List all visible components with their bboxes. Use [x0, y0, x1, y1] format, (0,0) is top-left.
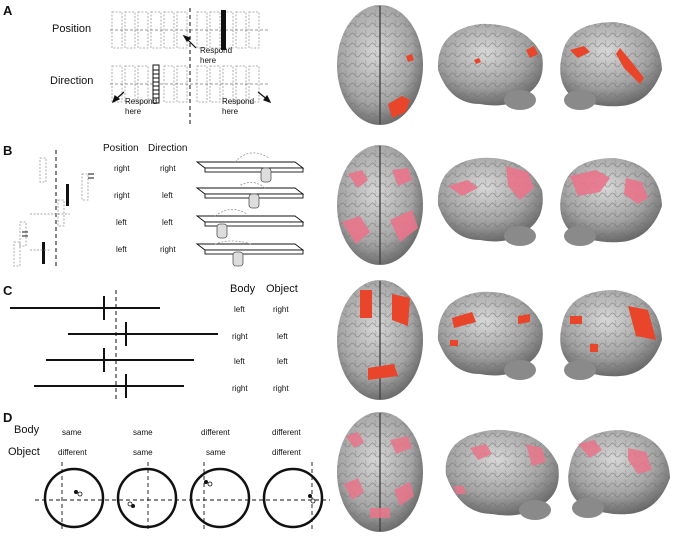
- panel-c-row-2-object: left: [277, 332, 288, 341]
- panel-b-letter: B: [3, 143, 13, 158]
- panel-d-body-4: different: [272, 428, 301, 437]
- brain-a-left-view: [437, 23, 543, 110]
- panel-c-letter: C: [3, 283, 13, 298]
- brain-c-right-view: [560, 290, 662, 380]
- brain-b-left-view: [437, 157, 543, 246]
- panel-b-row-2-position: right: [114, 191, 130, 200]
- panel-d-object-4: different: [272, 448, 301, 457]
- panel-c-header-object: Object: [266, 283, 298, 295]
- panel-c-line-diagram: [10, 290, 218, 400]
- panel-b-row-3-position: left: [116, 218, 127, 227]
- brain-d-left-view: [445, 429, 559, 520]
- brain-b-top-view: [337, 145, 423, 265]
- panel-a-position-label: Position: [52, 23, 92, 35]
- brain-a-top-view: [337, 5, 423, 125]
- panel-a-letter: A: [3, 3, 13, 18]
- brain-render-grid: [337, 5, 670, 532]
- panel-d-object-label: Object: [8, 446, 40, 458]
- panel-a-direction-label: Direction: [50, 75, 94, 87]
- brain-d-right-view: [568, 430, 670, 518]
- panel-c-row-4-object: right: [273, 384, 289, 393]
- panel-c-row-1-body: left: [234, 305, 245, 314]
- brain-b-right-view: [560, 158, 662, 246]
- brain-c-left-view: [437, 291, 543, 380]
- panel-b-header-direction: Direction: [148, 143, 188, 154]
- panel-a-respond-label-1: Respond here: [200, 46, 233, 65]
- panel-d-body-1: same: [62, 428, 82, 437]
- brain-a-right-view: [560, 22, 662, 110]
- panel-c-row-3-object: left: [277, 357, 288, 366]
- brain-d-top-view: [337, 412, 423, 532]
- panel-a-respond-label-3: Respond here: [222, 97, 255, 116]
- panel-b-row-4-direction: right: [160, 245, 176, 254]
- panel-d-letter: D: [3, 410, 13, 425]
- panel-c-row-4-body: right: [232, 384, 248, 393]
- panel-c-row-2-body: right: [232, 332, 248, 341]
- panel-d-object-1: different: [58, 448, 87, 457]
- panel-d-body-3: different: [201, 428, 230, 437]
- panel-b-row-4-position: left: [116, 245, 127, 254]
- panel-d-circle-diagram: [35, 462, 330, 532]
- panel-d-object-2: same: [133, 448, 153, 457]
- panel-c-row-3-body: left: [234, 357, 245, 366]
- panel-b-header-position: Position: [103, 143, 139, 154]
- panel-b-row-3-direction: left: [162, 218, 173, 227]
- panel-a-respond-label-2: Respond here: [125, 97, 158, 116]
- panel-b-hand-diagram: [195, 152, 305, 267]
- brain-c-top-view: [337, 280, 423, 400]
- panel-d-object-3: same: [206, 448, 226, 457]
- panel-d-body-label: Body: [14, 424, 40, 436]
- panel-c-row-1-object: right: [273, 305, 289, 314]
- panel-b-row-1-direction: right: [160, 164, 176, 173]
- panel-a-stimulus-diagram: [110, 8, 272, 126]
- panel-d-body-2: same: [133, 428, 153, 437]
- panel-c-header-body: Body: [230, 283, 256, 295]
- panel-b-stimulus-diagram: [13, 150, 94, 268]
- panel-b-row-1-position: right: [114, 164, 130, 173]
- panel-b-row-2-direction: left: [162, 191, 173, 200]
